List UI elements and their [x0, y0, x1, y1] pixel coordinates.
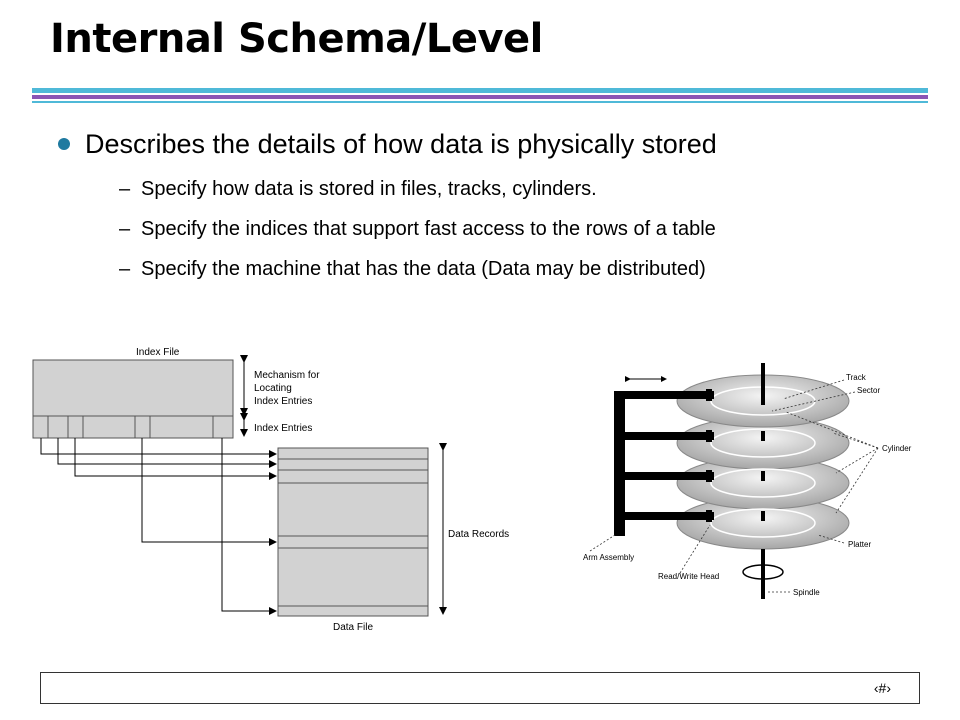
- mechanism-label-3: Index Entries: [254, 396, 312, 407]
- sub-bullet-dash: –: [119, 258, 131, 280]
- sector-label: Sector: [857, 386, 880, 395]
- sub-bullet-text: Specify how data is stored in files, tra…: [141, 178, 597, 200]
- bullet-list: Describes the details of how data is phy…: [58, 126, 938, 282]
- sub-bullet-1: – Specify how data is stored in files, t…: [119, 176, 938, 202]
- disk-diagram: Track Sector Cylinder Platter Arm Assemb…: [583, 363, 912, 599]
- index-file-label: Index File: [136, 347, 180, 358]
- bullet-main-text: Describes the details of how data is phy…: [85, 129, 717, 159]
- bullet-dot-icon: [58, 138, 70, 150]
- title-rule-cyan-thin: [32, 101, 928, 103]
- cylinder-label: Cylinder: [882, 444, 912, 453]
- data-record-lines: [278, 458, 428, 607]
- index-entry-cells: [47, 416, 214, 438]
- arm-assembly: [614, 389, 714, 536]
- sub-bullet-dash: –: [119, 178, 131, 200]
- callout-lines: [589, 379, 879, 593]
- sub-bullet-3: – Specify the machine that has the data …: [119, 256, 938, 282]
- title-rule-purple: [32, 95, 928, 99]
- arm-assembly-label: Arm Assembly: [583, 553, 634, 562]
- bullet-main: Describes the details of how data is phy…: [58, 126, 938, 162]
- data-file-label: Data File: [333, 622, 373, 633]
- index-entries-label: Index Entries: [254, 423, 312, 434]
- pointer-arrows: [40, 438, 277, 615]
- footer-bar: ‹#›: [40, 672, 920, 704]
- mechanism-label-1: Mechanism for: [254, 370, 320, 381]
- index-file-diagram: Index File Mechanism for Locating Index …: [32, 347, 509, 633]
- mechanism-label-2: Locating: [254, 383, 292, 394]
- spindle-label: Spindle: [793, 588, 820, 597]
- sub-bullet-2: – Specify the indices that support fast …: [119, 216, 938, 242]
- page-number: ‹#›: [873, 680, 891, 696]
- title-rule-cyan: [32, 88, 928, 93]
- data-records-label: Data Records: [448, 529, 509, 540]
- sub-bullet-dash: –: [119, 218, 131, 240]
- index-file-box: [32, 359, 234, 439]
- track-label: Track: [846, 373, 867, 382]
- platter-label: Platter: [848, 540, 871, 549]
- sub-bullet-text: Specify the indices that support fast ac…: [141, 218, 716, 240]
- spindle-rotation-icon: [742, 564, 784, 580]
- data-file-box: [277, 447, 429, 617]
- sub-bullet-text: Specify the machine that has the data (D…: [141, 258, 706, 280]
- slide-title: Internal Schema/Level: [50, 16, 543, 62]
- read-write-head-label: Read/Write Head: [658, 572, 719, 581]
